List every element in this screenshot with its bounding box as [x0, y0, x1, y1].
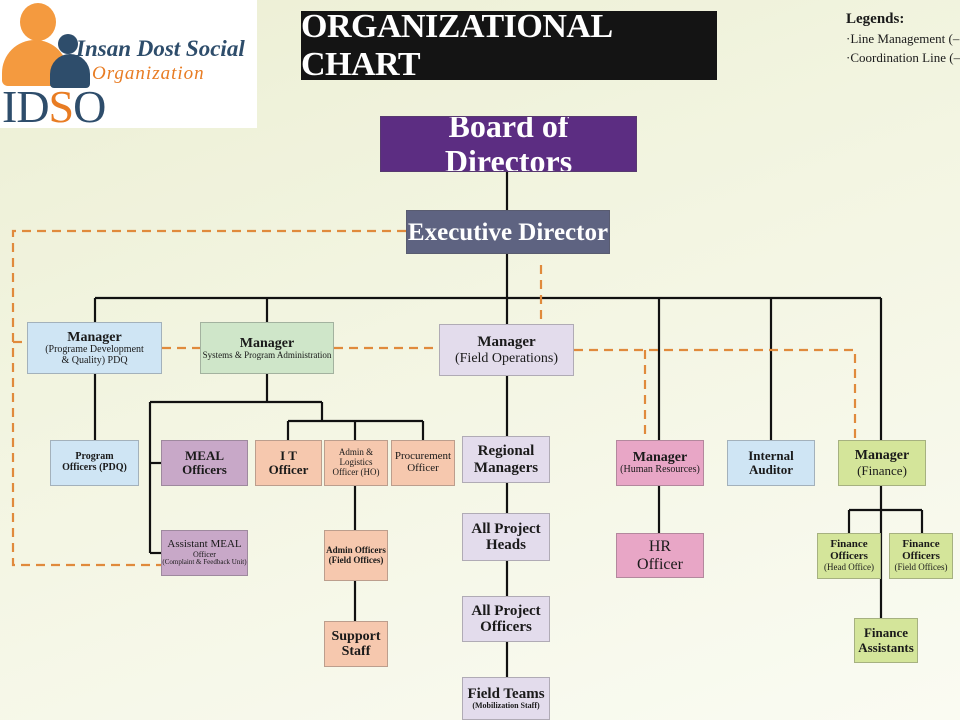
finance-officers-ho-title: Finance [830, 538, 868, 551]
internal-auditor-title: Internal [748, 447, 794, 463]
program-officers-box: Program Officers (PDQ) [50, 440, 139, 486]
logo-figure-blue-head [58, 34, 78, 54]
field-teams-box: Field Teams (Mobilization Staff) [462, 677, 550, 720]
board-label: Board of Directors [444, 116, 573, 172]
logo-figure-blue-body [50, 54, 90, 88]
field-manager-box: Manager (Field Operations) [439, 324, 574, 376]
internal-auditor-sub1: Auditor [748, 462, 794, 477]
assistant-meal-box: Assistant MEAL Officer (Complaint & Feed… [161, 530, 248, 576]
finance-officers-head-office-box: Finance Officers (Head Office) [817, 533, 881, 579]
legend-coordination-line: ·Coordination Line (– [846, 50, 960, 65]
program-officers-title: Program [75, 451, 114, 463]
logo-abbr-part2: S [48, 81, 75, 132]
admin-logistics-title: Admin & [338, 447, 374, 458]
it-officer-sub1: Officer [268, 462, 309, 477]
support-staff-sub1: Staff [341, 644, 371, 659]
procurement-title: Procurement [394, 450, 452, 463]
procurement-sub1: Officer [407, 462, 439, 474]
regional-managers-box: Regional Managers [462, 436, 550, 483]
support-staff-title: Support [331, 628, 381, 644]
legend-line-management: ·Line Management (– [846, 31, 960, 46]
hr-officer-box: HR Officer [616, 533, 704, 578]
logo-name-line2: Organization [92, 63, 205, 84]
project-heads-title: All Project [471, 520, 541, 537]
finance-officers-ho-sub1: Officers [830, 550, 868, 563]
legend-title: Legends: [846, 11, 905, 27]
assistant-meal-sub1: Officer [193, 549, 216, 559]
admin-officers-title: Admin Officers [326, 544, 386, 555]
support-staff-box: Support Staff [324, 621, 388, 667]
pdq-manager-sub2: & Quality) PDQ [61, 354, 128, 366]
spa-manager-sub1: Systems & Program Administration [202, 349, 332, 360]
program-officers-sub1: Officers (PDQ) [62, 462, 127, 473]
all-project-officers-box: All Project Officers [462, 596, 550, 642]
legend: Legends: ·Line Management (– ·Coordinati… [846, 10, 960, 67]
regional-managers-sub1: Managers [473, 459, 539, 476]
line-management-connectors [93, 172, 924, 677]
field-teams-title: Field Teams [467, 686, 545, 703]
field-teams-sub1: (Mobilization Staff) [472, 701, 540, 711]
finance-officers-ho-sub2: (Head Office) [823, 562, 875, 573]
spa-manager-title: Manager [239, 335, 295, 351]
finance-officers-fo-sub1: Officers [902, 550, 940, 563]
logo-abbr-part3: O [73, 81, 106, 132]
finance-manager-box: Manager (Finance) [838, 440, 926, 486]
admin-logistics-box: Admin & Logistics Officer (HO) [324, 440, 388, 486]
project-officers-sub1: Officers [480, 619, 532, 635]
finance-assistants-sub1: Assistants [858, 639, 914, 655]
finance-officers-fo-sub2: (Field Offices) [894, 562, 948, 573]
pdq-manager-title: Manager [67, 329, 122, 345]
hr-manager-title: Manager [632, 450, 688, 466]
admin-logistics-sub1: Logistics [339, 457, 373, 468]
it-officer-title: I T [280, 447, 297, 463]
project-heads-sub1: Heads [485, 537, 526, 553]
internal-auditor-box: Internal Auditor [727, 440, 815, 486]
finance-assistants-box: Finance Assistants [854, 618, 918, 663]
pdq-manager-box: Manager (Programe Development & Quality)… [27, 322, 162, 374]
logo-abbr-part1: ID [2, 81, 50, 132]
executive-director-box: Executive Director [406, 210, 610, 254]
logo-name-line1: Insan Dost Social [76, 36, 245, 61]
organization-logo: Insan Dost Social Organization IDSO [0, 0, 257, 132]
it-officer-box: I T Officer [255, 440, 322, 486]
all-project-heads-box: All Project Heads [462, 513, 550, 561]
regional-managers-title: Regional [477, 443, 535, 460]
finance-officers-fo-title: Finance [902, 538, 940, 551]
hr-manager-sub1: (Human Resources) [620, 464, 700, 476]
admin-logistics-sub2: Officer (HO) [332, 466, 380, 477]
finance-assistants-title: Finance [863, 625, 909, 641]
admin-officers-box: Admin Officers (Field Offices) [324, 530, 388, 581]
finance-manager-sub1: (Finance) [857, 462, 907, 478]
assistant-meal-sub2: (Complaint & Feedback Unit) [162, 558, 247, 567]
hr-manager-box: Manager (Human Resources) [616, 440, 704, 486]
field-manager-sub1: (Field Operations) [454, 350, 559, 366]
field-manager-title: Manager [477, 334, 536, 351]
coordination-line-connectors [11, 229, 857, 567]
project-officers-title: All Project [471, 602, 541, 619]
board-of-directors-box: Board of Directors [380, 116, 637, 172]
hr-officer-sub1: Officer [637, 555, 683, 573]
admin-officers-sub1: (Field Offices) [328, 554, 384, 565]
hr-officer-title: HR [648, 538, 672, 556]
chart-title: ORGANIZATIONAL CHART [301, 8, 717, 83]
meal-officers-box: MEAL Officers [161, 440, 248, 486]
pdq-manager-sub1: (Programe Development [45, 343, 144, 355]
executive-label: Executive Director [407, 218, 609, 246]
finance-officers-field-offices-box: Finance Officers (Field Offices) [889, 533, 953, 579]
finance-manager-title: Manager [854, 448, 910, 464]
logo-figure-orange-head [20, 3, 56, 41]
spa-manager-box: Manager Systems & Program Administration [200, 322, 334, 374]
meal-officers-label: MEAL Officers [182, 447, 227, 477]
assistant-meal-title: Assistant MEAL [167, 537, 242, 550]
procurement-officer-box: Procurement Officer [391, 440, 455, 486]
logo-abbreviation: IDSO [2, 80, 106, 133]
